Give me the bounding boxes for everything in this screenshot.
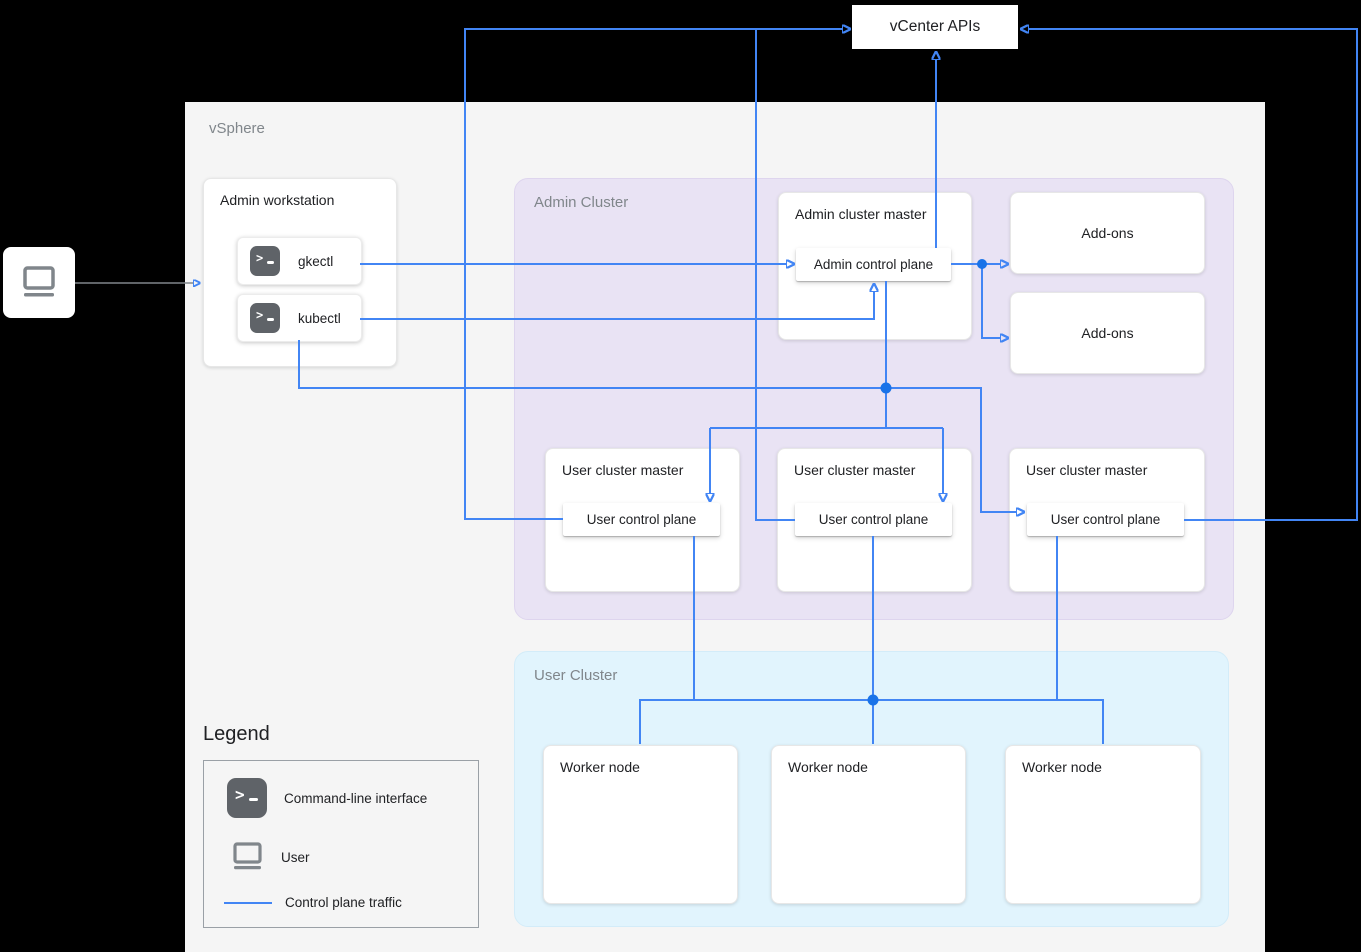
- worker-node-card: Worker node: [543, 745, 738, 904]
- vcenter-apis-label: vCenter APIs: [889, 18, 981, 35]
- user-control-plane-label: User control plane: [818, 512, 929, 527]
- vsphere-label: vSphere: [209, 120, 265, 137]
- kubectl-label: kubectl: [298, 310, 341, 326]
- admin-cluster-label: Admin Cluster: [534, 194, 629, 211]
- user-control-plane-label: User control plane: [586, 512, 697, 527]
- worker-node-card: Worker node: [1005, 745, 1201, 904]
- admin-control-plane-box: Admin control plane: [796, 248, 951, 281]
- worker-node-label: Worker node: [560, 759, 640, 775]
- terminal-icon: >: [250, 303, 280, 333]
- legend-box: > Command-line interface User Control pl…: [203, 760, 479, 928]
- worker-node-label: Worker node: [788, 759, 868, 775]
- admin-control-plane-label: Admin control plane: [813, 257, 934, 272]
- user-cluster-master-title: User cluster master: [794, 462, 916, 478]
- addons-label: Add-ons: [1081, 325, 1134, 341]
- legend-item: Control plane traffic: [224, 895, 402, 910]
- laptop-icon: [23, 265, 55, 296]
- gkectl-label: gkectl: [298, 253, 334, 269]
- addons-box: Add-ons: [1010, 292, 1205, 374]
- user-cluster-master-title: User cluster master: [1026, 462, 1148, 478]
- user-control-plane-box: User control plane: [1027, 503, 1184, 536]
- addons-box: Add-ons: [1010, 192, 1205, 274]
- vcenter-apis-box: vCenter APIs: [852, 5, 1018, 49]
- legend-item-label: User: [281, 849, 310, 865]
- laptop-icon: [233, 842, 262, 870]
- user-cluster-master-title: User cluster master: [562, 462, 684, 478]
- user-control-plane-box: User control plane: [563, 503, 720, 536]
- admin-workstation-title: Admin workstation: [220, 192, 335, 208]
- user-control-plane-label: User control plane: [1050, 512, 1161, 527]
- addons-label: Add-ons: [1081, 225, 1134, 241]
- terminal-icon: >: [250, 246, 280, 276]
- legend-item-label: Control plane traffic: [285, 895, 402, 910]
- user-control-plane-box: User control plane: [795, 503, 952, 536]
- control-plane-line-sample: [224, 901, 272, 904]
- worker-node-label: Worker node: [1022, 759, 1102, 775]
- user-cluster-label: User Cluster: [534, 667, 618, 684]
- admin-cluster-master-title: Admin cluster master: [795, 206, 927, 222]
- worker-node-card: Worker node: [771, 745, 966, 904]
- kubectl-chip: > kubectl: [237, 294, 362, 342]
- gkectl-chip: > gkectl: [237, 237, 362, 285]
- legend-item-label: Command-line interface: [284, 790, 428, 806]
- legend-title: Legend: [203, 723, 270, 745]
- legend-item: > Command-line interface: [227, 778, 427, 818]
- terminal-icon: >: [227, 778, 267, 818]
- user-device-box: [3, 247, 75, 318]
- legend-item: User: [229, 841, 310, 873]
